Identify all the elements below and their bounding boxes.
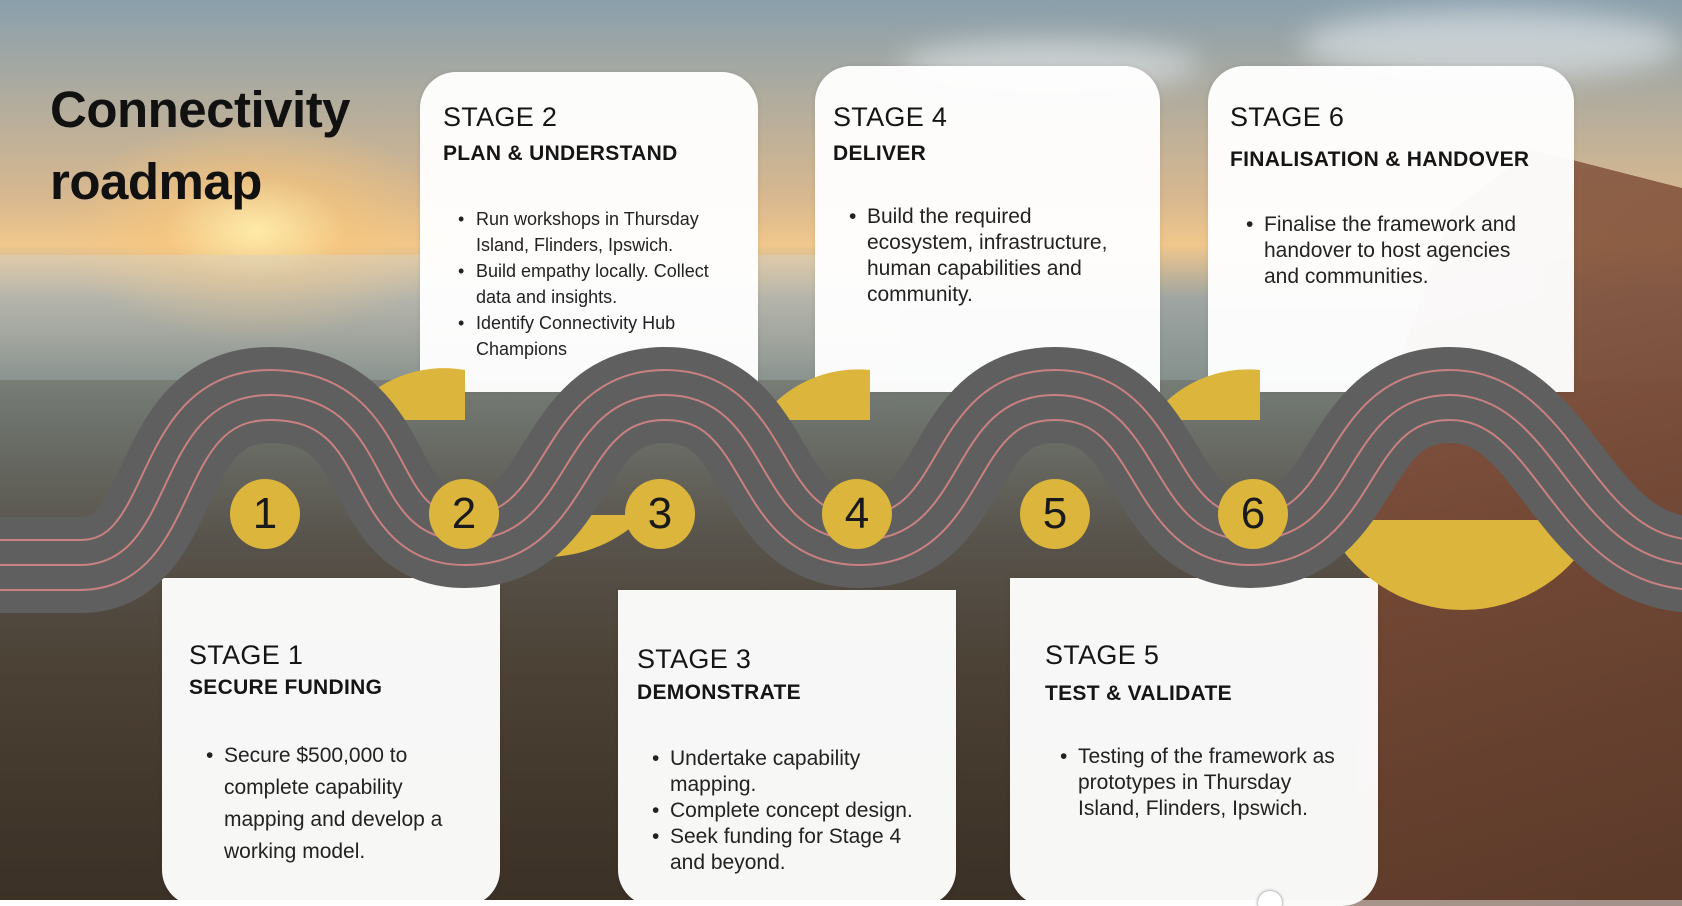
stage-2-bullet: Run workshops in Thursday Island, Flinde…	[458, 206, 748, 258]
stage-1-name: SECURE FUNDING	[189, 676, 383, 699]
title-line-1: Connectivity	[50, 81, 351, 138]
stage-1-label: STAGE 1	[189, 640, 304, 670]
stage-3-bullets: Undertake capability mapping. Complete c…	[652, 746, 942, 876]
stage-4-number: 4	[822, 479, 892, 549]
stage-6-bullet: Finalise the framework and handover to h…	[1246, 212, 1546, 290]
stage-1-bullet: Secure $500,000 to complete capability m…	[206, 740, 476, 868]
stage-2-bullet: Build empathy locally. Collect data and …	[458, 258, 748, 310]
stage-5-name: TEST & VALIDATE	[1045, 682, 1232, 705]
stage-5-bullets: Testing of the framework as prototypes i…	[1060, 744, 1350, 822]
stage-4-card: STAGE 4 DELIVER Build the required ecosy…	[815, 66, 1160, 392]
stage-2-bullet: Identify Connectivity Hub Champions	[458, 310, 748, 362]
stage-6-name: FINALISATION & HANDOVER	[1230, 148, 1530, 171]
stage-6-label: STAGE 6	[1230, 102, 1345, 132]
stage-5-bullet: Testing of the framework as prototypes i…	[1060, 744, 1350, 822]
stage-6-number: 6	[1218, 479, 1288, 549]
stage-3-label: STAGE 3	[637, 644, 752, 674]
stage-1-bullets: Secure $500,000 to complete capability m…	[206, 740, 476, 868]
stage-3-card: STAGE 3 DEMONSTRATE Undertake capability…	[618, 590, 956, 906]
stage-2-name: PLAN & UNDERSTAND	[443, 142, 678, 165]
stage-6-card: STAGE 6 FINALISATION & HANDOVER Finalise…	[1208, 66, 1574, 392]
stage-3-name: DEMONSTRATE	[637, 681, 801, 704]
stage-2-card: STAGE 2 PLAN & UNDERSTAND Run workshops …	[420, 72, 758, 392]
stage-3-bullet: Complete concept design.	[652, 798, 942, 824]
stage-5-label: STAGE 5	[1045, 640, 1160, 670]
video-scrubber-handle[interactable]	[1258, 891, 1282, 906]
stage-1-card: STAGE 1 SECURE FUNDING Secure $500,000 t…	[162, 578, 500, 906]
stage-4-bullet: Build the required ecosystem, infrastruc…	[849, 204, 1139, 308]
stage-4-bullets: Build the required ecosystem, infrastruc…	[849, 204, 1139, 308]
stage-3-bullet: Undertake capability mapping.	[652, 746, 942, 798]
stage-3-number: 3	[625, 479, 695, 549]
title-line-2: roadmap	[50, 153, 262, 210]
gold-accent	[1325, 520, 1600, 611]
stage-6-bullets: Finalise the framework and handover to h…	[1246, 212, 1546, 290]
stage-4-label: STAGE 4	[833, 102, 948, 132]
stage-3-bullet: Seek funding for Stage 4 and beyond.	[652, 824, 942, 876]
stage-2-label: STAGE 2	[443, 102, 558, 132]
stage-5-number: 5	[1020, 479, 1090, 549]
gold-accent	[760, 369, 870, 420]
stage-2-number: 2	[429, 479, 499, 549]
slide-title: Connectivity roadmap	[50, 74, 351, 218]
stage-2-bullets: Run workshops in Thursday Island, Flinde…	[458, 206, 748, 362]
gold-accent	[1150, 369, 1260, 420]
stage-4-name: DELIVER	[833, 142, 927, 165]
video-progress-fill	[0, 900, 1270, 906]
stage-1-number: 1	[230, 479, 300, 549]
stage-5-card: STAGE 5 TEST & VALIDATE Testing of the f…	[1010, 578, 1378, 906]
